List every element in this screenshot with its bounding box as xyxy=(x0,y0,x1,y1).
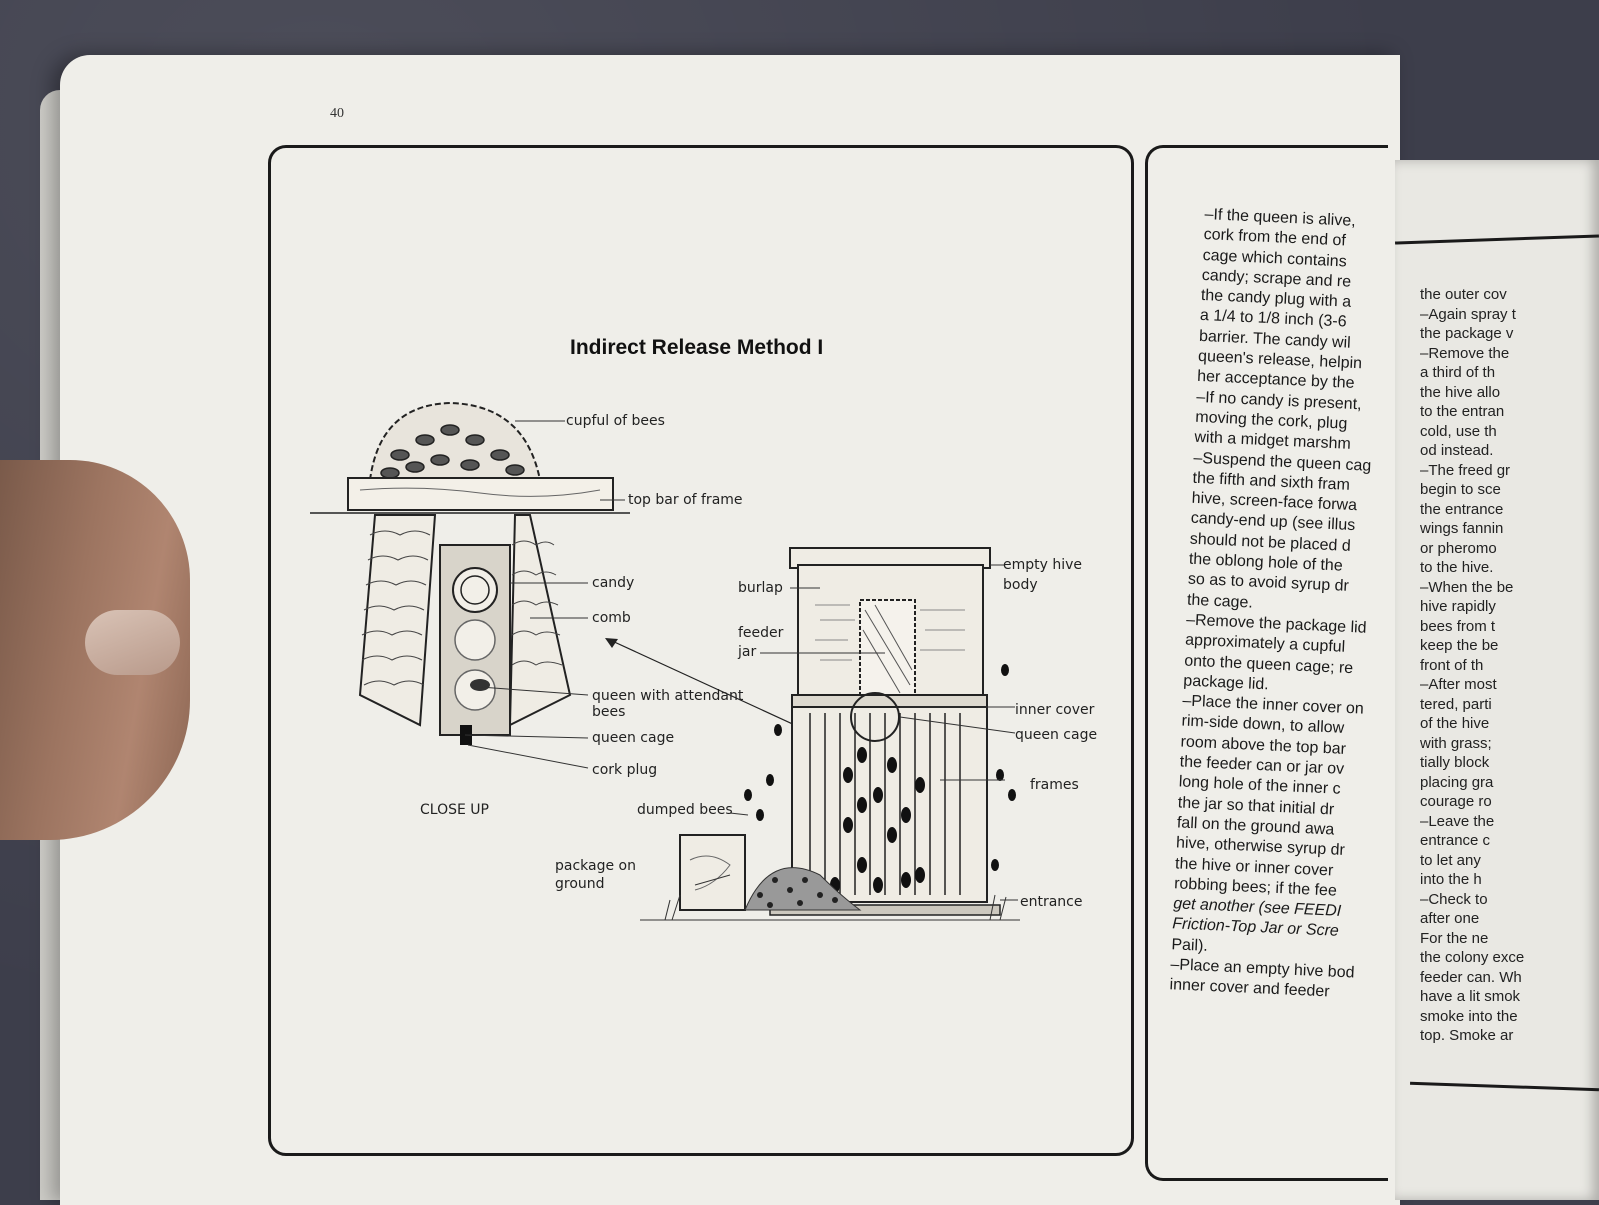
text-line: –After most xyxy=(1420,676,1497,693)
label-package-ground: ground xyxy=(555,876,605,892)
label-dumped-bees: dumped bees xyxy=(637,802,733,818)
text-line: hive rapidly xyxy=(1420,598,1496,615)
text-line: tered, parti xyxy=(1420,695,1492,713)
label-burlap: burlap xyxy=(738,580,783,596)
instruction-text-column: –If the queen is alive, cork from the en… xyxy=(1169,205,1405,1005)
text-line: –Check to xyxy=(1420,890,1488,908)
label-queen-cage-hive: queen cage xyxy=(1015,727,1098,743)
text-line: –The freed gr xyxy=(1420,461,1511,479)
text-line: front of th xyxy=(1420,656,1484,674)
right-page-text: the outer cov –Again spray t the package… xyxy=(1420,285,1599,1046)
label-candy: candy xyxy=(592,575,635,591)
text-line: keep the be xyxy=(1420,637,1499,654)
text-line: od instead. xyxy=(1420,442,1494,459)
text-line: the outer cov xyxy=(1420,286,1507,303)
label-feeder-jar: jar xyxy=(738,644,757,660)
text-line: –When the be xyxy=(1420,578,1514,596)
text-line: after one xyxy=(1420,910,1480,927)
text-line: to the hive. xyxy=(1420,559,1494,576)
book-page-right xyxy=(1395,160,1599,1200)
text-line: begin to sce xyxy=(1420,481,1501,498)
page-number: 40 xyxy=(330,106,344,121)
book-page-left xyxy=(60,55,1400,1205)
hive-illustration xyxy=(310,401,1020,921)
label-comb: comb xyxy=(592,610,631,626)
text-line: –Again spray t xyxy=(1420,305,1516,323)
text-line: tially block xyxy=(1420,754,1490,771)
text-line: bees from t xyxy=(1420,617,1496,635)
text-line: feeder can. Wh xyxy=(1420,968,1522,986)
label-close-up: CLOSE UP xyxy=(420,802,489,818)
label-empty-hive: empty hive xyxy=(1003,557,1083,573)
text-line: –Leave the xyxy=(1420,812,1495,830)
label-entrance: entrance xyxy=(1020,894,1083,910)
label-cork-plug: cork plug xyxy=(592,762,658,778)
text-line: top. Smoke ar xyxy=(1420,1027,1514,1044)
text-line: placing gra xyxy=(1420,773,1494,791)
text-line: the hive allo xyxy=(1420,383,1501,401)
label-queen-with-attendant: queen with attendant xyxy=(592,688,744,704)
label-frames: frames xyxy=(1030,777,1079,793)
text-line: For the ne xyxy=(1420,929,1489,947)
text-line: smoke into the xyxy=(1420,1007,1518,1025)
label-package-on: package on xyxy=(555,858,636,874)
text-line: entrance c xyxy=(1420,832,1491,849)
text-line: the package v xyxy=(1420,325,1514,342)
text-line: the entrance xyxy=(1420,500,1504,518)
illustration-panel xyxy=(268,145,1134,1156)
text-line: or pheromo xyxy=(1420,539,1497,557)
text-line: wings fannin xyxy=(1420,520,1504,537)
label-queen-cage-closeup: queen cage xyxy=(592,730,675,746)
text-line: of the hive xyxy=(1420,715,1490,732)
text-line: to the entran xyxy=(1420,403,1505,420)
text-line: courage ro xyxy=(1420,793,1492,810)
label-queen-with-attendant-bees: bees xyxy=(592,704,626,720)
text-line: to let any xyxy=(1420,851,1481,869)
text-line: with grass; xyxy=(1420,734,1492,752)
text-line: –Remove the xyxy=(1420,344,1510,362)
label-cupful-of-bees: cupful of bees xyxy=(566,413,665,429)
label-top-bar: top bar of frame xyxy=(628,492,743,508)
text-line: the colony exce xyxy=(1420,949,1525,966)
text-line: into the h xyxy=(1420,871,1482,888)
label-empty-hive-body: body xyxy=(1003,577,1038,593)
illustration-title: Indirect Release Method I xyxy=(570,336,824,359)
text-panel xyxy=(1145,145,1388,1181)
thumbnail xyxy=(85,610,180,675)
label-feeder: feeder xyxy=(738,625,784,641)
text-line: a third of th xyxy=(1420,364,1496,381)
text-line: have a lit smok xyxy=(1420,988,1521,1005)
label-inner-cover: inner cover xyxy=(1015,702,1095,718)
text-line: cold, use th xyxy=(1420,422,1497,440)
